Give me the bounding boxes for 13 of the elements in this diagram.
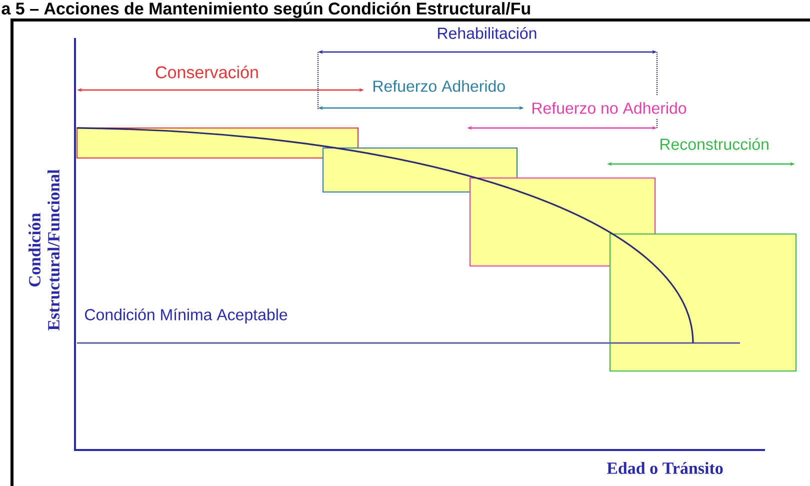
range-label: Rehabilitación	[438, 27, 536, 39]
range-box	[76, 127, 358, 158]
range-label: Refuerzo no Adherido	[532, 102, 686, 114]
range-box	[470, 178, 656, 266]
figure-title: a 5 – Acciones de Mantenimiento según Condición Estructural/Fu	[2, 2, 530, 18]
range-label: Conservación	[156, 66, 258, 78]
axis-title: Condición Estructural/Funcional	[28, 170, 60, 330]
range-label: Reconstrucción	[660, 138, 768, 150]
axis-title: Edad o Tránsito	[606, 462, 723, 474]
range-box	[322, 147, 518, 192]
range-box	[610, 233, 796, 372]
range-label: Refuerzo Adherido	[374, 80, 505, 92]
line-label: Condición Mínima Aceptable	[85, 308, 288, 324]
